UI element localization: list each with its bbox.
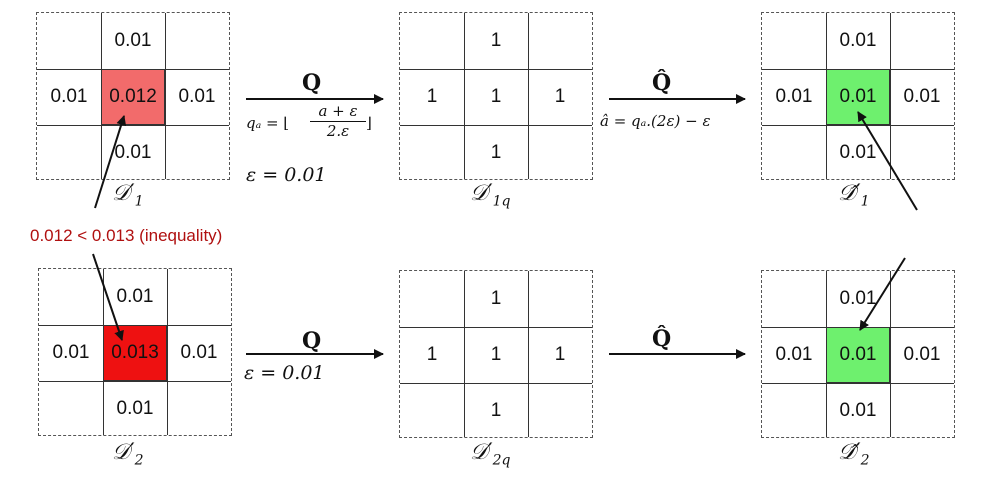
cell-top: 1 — [490, 288, 502, 309]
q-label-bottom: Q — [302, 328, 322, 354]
inequality-note: 0.012 < 0.013 (inequality) — [30, 226, 223, 245]
q-formula-denominator: 2.ε — [326, 122, 350, 140]
cell-right: 0.01 — [903, 344, 941, 365]
floor-close: ⌋ — [366, 114, 372, 132]
cell-top: 0.01 — [116, 286, 154, 307]
grid-d1: 0.01 0.01 0.012 0.01 0.01 — [36, 12, 230, 180]
cell-right: 0.01 — [903, 86, 941, 107]
q-formula: qₐ = ⌊ — [246, 114, 290, 132]
caption-d2: 𝒟′2 — [112, 440, 144, 469]
grid-d1q: 1 1 1 1 1 — [399, 12, 593, 180]
cell-bottom: 1 — [490, 400, 502, 421]
cell-center: 0.01 — [839, 344, 877, 365]
cell-right: 0.01 — [180, 342, 218, 363]
cell-right: 1 — [554, 344, 566, 365]
caption-d1: 𝒟′1 — [112, 181, 144, 210]
pointer-to-d2hat-center — [859, 257, 906, 331]
cell-left: 0.01 — [52, 342, 90, 363]
caption-d1q: 𝒟′1q — [470, 181, 511, 210]
caption-d1hat: 𝒟̂′1 — [838, 181, 870, 210]
qhat-formula: â = qₐ.(2ε) − ε — [600, 112, 711, 130]
cell-left: 0.01 — [50, 86, 88, 107]
cell-bottom: 1 — [490, 142, 502, 163]
q-formula-lhs: qₐ = — [246, 114, 279, 132]
cell-bottom: 0.01 — [839, 142, 877, 163]
pointer-to-d2-center — [92, 253, 124, 341]
q-formula-fraction: a + ε 2.ε — [310, 102, 366, 140]
pointer-to-d1hat-center — [857, 111, 918, 211]
pointer-to-d1-center — [94, 115, 127, 209]
cell-center: 0.013 — [111, 342, 159, 363]
cell-top: 0.01 — [839, 288, 877, 309]
caption-d2q: 𝒟′2q — [470, 440, 511, 469]
caption-d2hat: 𝒟̂′2 — [838, 440, 870, 469]
grid-d2q: 1 1 1 1 1 — [399, 270, 593, 438]
cell-left: 1 — [426, 344, 438, 365]
q-formula-numerator: a + ε — [310, 102, 366, 122]
cell-bottom: 0.01 — [114, 142, 152, 163]
cell-bottom: 0.01 — [839, 400, 877, 421]
cell-center: 1 — [490, 344, 502, 365]
cell-center: 1 — [490, 86, 502, 107]
cell-top: 1 — [490, 30, 502, 51]
cell-left: 0.01 — [775, 86, 813, 107]
cell-center: 0.012 — [109, 86, 157, 107]
grid-d2-center-cell — [103, 325, 167, 381]
cell-top: 0.01 — [114, 30, 152, 51]
cell-top: 0.01 — [839, 30, 877, 51]
cell-right: 1 — [554, 86, 566, 107]
grid-d2: 0.01 0.01 0.013 0.01 0.01 — [38, 268, 232, 436]
grid-d2hat: 0.01 0.01 0.01 0.01 0.01 — [761, 270, 955, 438]
cell-right: 0.01 — [178, 86, 216, 107]
epsilon-bottom: ε = 0.01 — [244, 362, 325, 384]
cell-center: 0.01 — [839, 86, 877, 107]
epsilon-top: ε = 0.01 — [246, 164, 327, 186]
qhat-label-bottom: Q̂ — [652, 326, 672, 352]
cell-left: 1 — [426, 86, 438, 107]
cell-bottom: 0.01 — [116, 398, 154, 419]
q-label-top: Q — [302, 70, 322, 96]
cell-left: 0.01 — [775, 344, 813, 365]
qhat-label-top: Q̂ — [652, 70, 672, 96]
